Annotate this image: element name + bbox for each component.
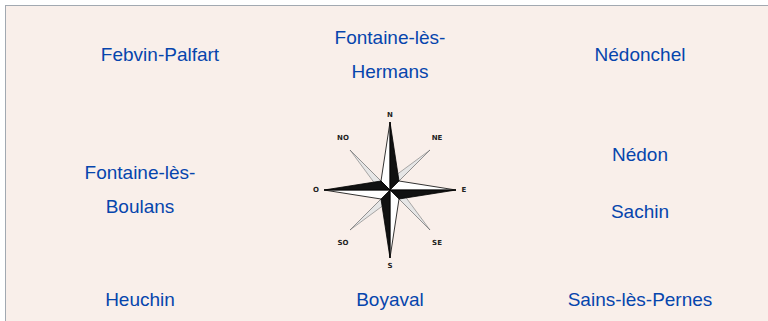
compass-point: O [313,186,319,194]
compass-point: S [387,262,392,270]
commune-name: Sachin [611,195,669,229]
commune-name: Fontaine-lès-Boulans [58,156,223,224]
compass-point: E [462,186,467,194]
commune-name: Fontaine-lès-Hermans [308,21,473,89]
compass-point: NO [337,134,349,142]
commune-name: Boyaval [356,283,424,317]
compass-point: N [387,111,393,119]
compass-point: SO [338,239,349,247]
commune-name: Heuchin [105,283,175,317]
commune-name: Febvin-Palfart [101,38,219,72]
commune-name: Nédon [612,138,668,172]
commune-name: Nédonchel [595,38,686,72]
commune-name: Sains-lès-Pernes [568,283,713,317]
compass-point: SE [432,239,442,247]
compass-point: NE [432,134,443,142]
